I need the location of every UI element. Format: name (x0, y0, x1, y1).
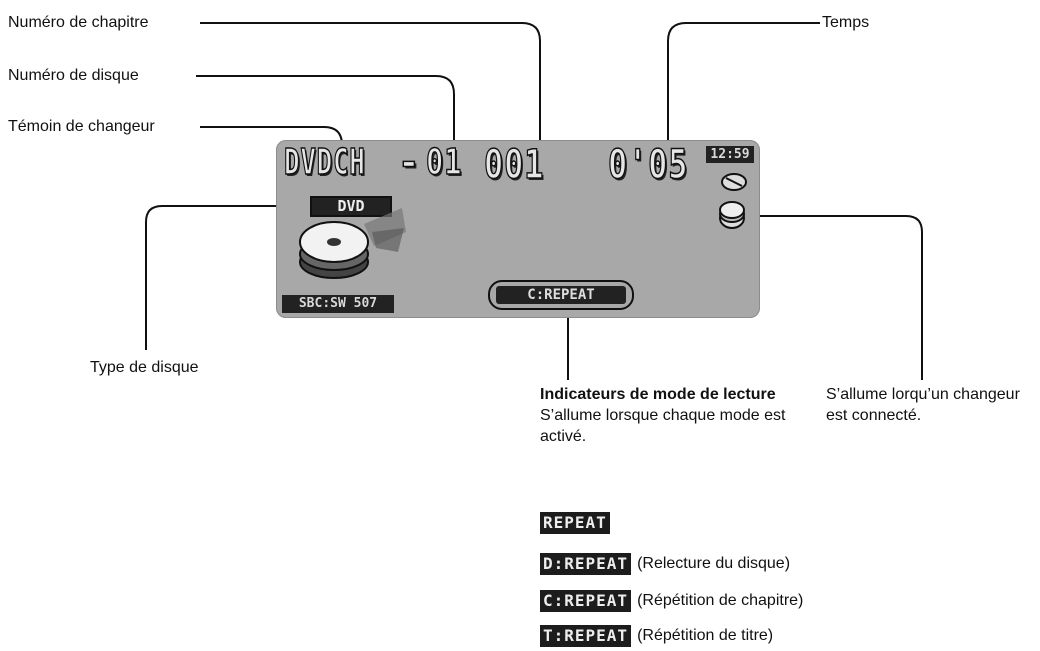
changer-connected-text: S’allume lorqu’un changeur est connecté. (826, 386, 1020, 424)
lcd-disc-number: 01 (425, 141, 463, 184)
leader-disc (196, 75, 455, 160)
mode-row-disc-repeat: D:REPEAT (Relecture du disque) (540, 553, 790, 577)
mode-desc-title-repeat: (Répétition de titre) (637, 627, 774, 644)
label-play-mode: Indicateurs de mode de lecture S’allume … (540, 384, 790, 447)
label-disc-type: Type de disque (90, 359, 199, 376)
mode-badge-chapter-repeat: C:REPEAT (540, 590, 632, 612)
mode-row-title-repeat: T:REPEAT (Répétition de titre) (540, 625, 773, 649)
changer-discs-icon (719, 173, 747, 229)
label-changer-indicator: Témoin de changeur (8, 118, 155, 135)
disc-graphic-icon (299, 208, 406, 279)
label-disc-number: Numéro de disque (8, 67, 139, 84)
disc-type-badge: DVD (310, 196, 392, 217)
lcd-chapter-number: 001 (483, 141, 545, 189)
play-mode-title: Indicateurs de mode de lecture (540, 386, 776, 403)
mode-badge-title-repeat: T:REPEAT (540, 625, 632, 647)
lcd-source: DVDCH (283, 141, 366, 184)
leader-disc-type (145, 205, 304, 350)
leader-changer-connected (752, 215, 923, 380)
mode-row-chapter-repeat: C:REPEAT (Répétition de chapitre) (540, 590, 803, 614)
label-chapter-number: Numéro de chapitre (8, 14, 149, 31)
mode-desc-chapter-repeat: (Répétition de chapitre) (637, 592, 804, 609)
lcd-mode-text: C:REPEAT (496, 286, 626, 304)
label-time: Temps (822, 14, 870, 31)
lcd-settings: SBC:SW 507 (282, 295, 394, 313)
leader-time (667, 22, 820, 160)
play-mode-desc: S’allume lorsque chaque mode est activé. (540, 407, 786, 445)
mode-desc-disc-repeat: (Relecture du disque) (637, 555, 791, 572)
mode-row-repeat: REPEAT (540, 512, 610, 536)
leader-chapter (200, 22, 541, 160)
lcd-mode-indicator: C:REPEAT (488, 280, 634, 310)
lcd-display: DVDCH - 01 001 0'05 12:59 DVD SBC:SW 507… (276, 140, 760, 318)
mode-badge-disc-repeat: D:REPEAT (540, 553, 632, 575)
mode-badge-repeat: REPEAT (540, 512, 610, 534)
lcd-clock: 12:59 (706, 146, 754, 163)
label-changer-connected: S’allume lorqu’un changeur est connecté. (826, 384, 1036, 426)
lcd-separator: - (397, 141, 421, 184)
lcd-time: 0'05 (607, 141, 689, 189)
